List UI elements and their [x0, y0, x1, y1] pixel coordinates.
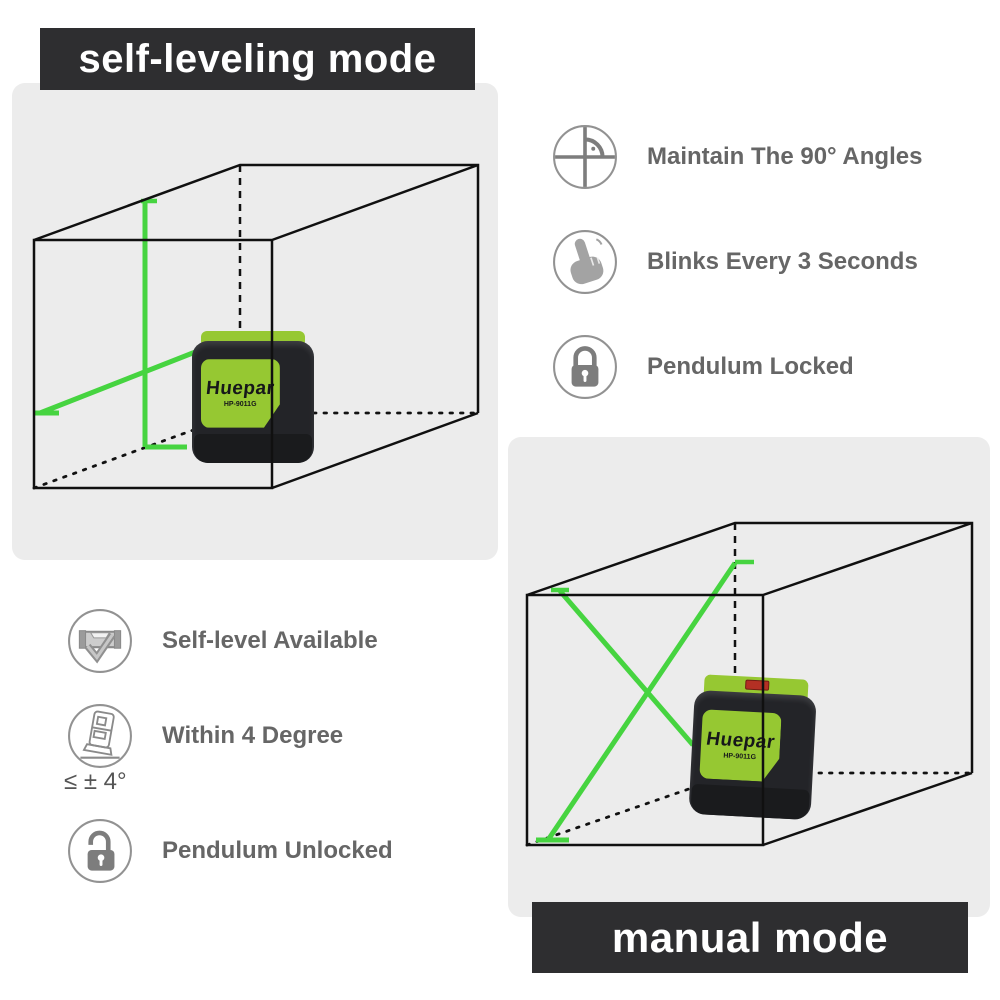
- self-leveling-mode-banner: self-leveling mode: [40, 28, 475, 90]
- self-leveling-illustration-panel: Huepar HP-9011G: [12, 83, 498, 560]
- device-front-face: Huepar HP-9011G: [699, 709, 782, 782]
- brand-logo: Huepar: [704, 728, 777, 754]
- feature-blinks: Blinks Every 3 Seconds: [552, 229, 918, 295]
- feature-label: Self-level Available: [162, 627, 378, 654]
- feature-label: Pendulum Unlocked: [162, 837, 393, 864]
- model-number: HP-9011G: [723, 752, 757, 762]
- feature-within-4-degree: Within 4 Degree: [67, 703, 343, 769]
- manual-mode-banner: manual mode: [532, 902, 968, 973]
- tilted-device-icon: [68, 704, 132, 768]
- feature-self-level-available: Self-level Available: [67, 608, 378, 674]
- feature-label: Blinks Every 3 Seconds: [647, 248, 918, 275]
- device-front-face: Huepar HP-9011G: [200, 359, 280, 428]
- angle-crosshair-icon: [553, 125, 617, 189]
- device-body: Huepar HP-9011G: [688, 689, 817, 821]
- feature-label: Pendulum Locked: [647, 353, 854, 380]
- feature-label: Within 4 Degree: [162, 722, 344, 749]
- feature-label: Maintain The 90° Angles: [647, 143, 923, 170]
- laser-level-device: Huepar HP-9011G: [192, 331, 314, 463]
- feature-maintain-angles: Maintain The 90° Angles: [552, 124, 922, 190]
- feature-pendulum-unlocked: Pendulum Unlocked: [67, 818, 393, 884]
- spirit-level-check-icon: [68, 609, 132, 673]
- room-hidden-edges-and-laser-lines: [32, 165, 480, 490]
- hand-tap-icon: [553, 230, 617, 294]
- unlock-icon: [68, 819, 132, 883]
- feature-pendulum-locked: Pendulum Locked: [552, 334, 854, 400]
- manual-mode-illustration-panel: Huepar HP-9011G: [508, 437, 990, 917]
- power-button: [745, 679, 770, 691]
- lock-icon: [553, 335, 617, 399]
- device-body: Huepar HP-9011G: [192, 341, 314, 463]
- device-base: [194, 433, 312, 463]
- model-number: HP-9011G: [223, 401, 257, 409]
- brand-logo: Huepar: [204, 378, 276, 400]
- device-base: [690, 784, 810, 820]
- tolerance-value: ≤ ± 4°: [64, 768, 127, 795]
- laser-level-device: Huepar HP-9011G: [688, 674, 817, 821]
